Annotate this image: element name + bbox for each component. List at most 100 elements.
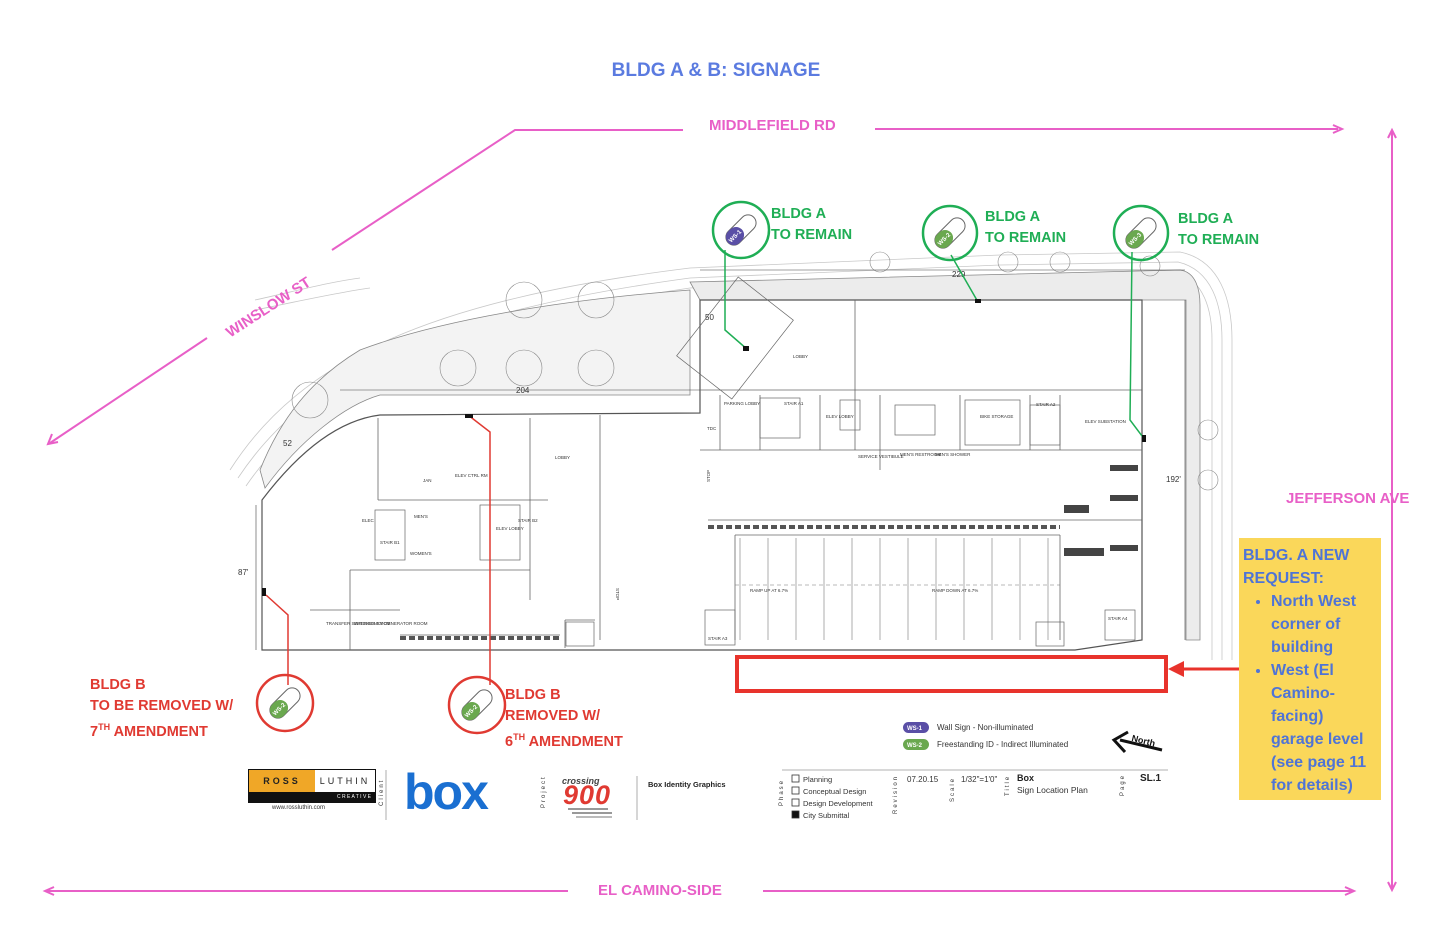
room-label: EMERGENCY GENERATOR ROOM <box>354 621 428 626</box>
sign-icon-ws3-a: WS-3 <box>1112 204 1170 262</box>
room-label: MEN'S <box>414 514 428 519</box>
dim-87: 87' <box>238 568 249 577</box>
page-label: Page <box>1120 773 1126 796</box>
middlefield-arrowhead <box>1332 124 1345 134</box>
revision-label: Revision <box>893 774 899 814</box>
sign-note-status: TO REMAIN <box>985 230 1067 246</box>
crossing-900-stripes <box>568 808 612 818</box>
title-block-lines <box>385 769 1168 820</box>
scale-value: 1/32"=1'0" <box>961 775 998 784</box>
room-label: ELEV SUBSTATION <box>1085 419 1126 424</box>
winslow-arrow <box>49 337 208 444</box>
room-label: STOP <box>615 588 620 600</box>
page-title: BLDG A & B: SIGNAGE <box>611 60 821 81</box>
sign-note-building: BLDG B <box>505 687 561 703</box>
dim-52: 52 <box>283 439 292 448</box>
sheet-title-bold: Box <box>1017 773 1035 783</box>
street-label-elcamino: EL CAMINO-SIDE <box>598 882 722 899</box>
room-label: STAIR A3 <box>708 636 728 641</box>
winslow-arrowhead <box>46 433 59 446</box>
street-arrows <box>42 124 1397 896</box>
new-request-heading: BLDG. A NEW REQUEST: <box>1243 547 1350 587</box>
red-leaders <box>265 414 491 685</box>
room-label: STAIR B2 <box>518 518 538 523</box>
room-label: STAIR A1 <box>784 401 804 406</box>
sign-note-status: TO REMAIN <box>1178 232 1260 248</box>
legend-pill-ws1: WS-1 <box>903 722 929 733</box>
room-label: STAIR A2 <box>1036 402 1056 407</box>
svg-text:WS-1: WS-1 <box>907 726 923 732</box>
new-request-callout: BLDG. A NEW REQUEST: North West corner o… <box>1239 538 1381 800</box>
sign-note-building: BLDG A <box>985 209 1041 225</box>
room-label: STAIR B1 <box>380 540 400 545</box>
phase-checkboxes <box>791 774 800 819</box>
project-name: Box Identity Graphics <box>648 780 726 789</box>
phase-planning: Planning <box>803 775 833 784</box>
crossing-label: crossing <box>562 776 600 786</box>
client-label: Client <box>379 778 385 806</box>
room-label: MEN'S RESTROOM <box>900 452 941 457</box>
room-label: ELEV LOBBY <box>826 414 854 419</box>
sheet-title: Sign Location Plan <box>1017 785 1088 795</box>
sign-icon-ws2-b-7th: WS-2 <box>255 673 315 733</box>
elcamino-arrowhead-right <box>1344 886 1357 896</box>
sign-note-amendment: 7TH AMENDMENT <box>90 722 208 740</box>
firm-name-left: ROSS <box>249 770 315 792</box>
stairs-elevators <box>374 276 1136 647</box>
room-label: TDC <box>707 426 717 431</box>
dim-192: 192' <box>1166 475 1181 484</box>
firm-sub: C R E A T I V E <box>249 792 375 802</box>
crossing-900-logo: 900 <box>563 780 612 810</box>
project-label: Project <box>541 775 547 808</box>
sign-note-building: BLDG A <box>771 206 827 222</box>
room-label: SERVICE VESTIBULE <box>858 454 904 459</box>
room-label: ELEV CTRL RM <box>455 473 488 478</box>
street-label-jefferson: JEFFERSON AVE <box>1286 490 1410 507</box>
svg-text:WS-2: WS-2 <box>907 743 923 749</box>
sign-markers <box>262 299 1146 596</box>
title-label: Title <box>1005 774 1011 796</box>
room-labels: LOBBY PARKING LOBBY STAIR A1 ELEV LOBBY … <box>326 354 1128 641</box>
sign-note-bldg-b-7th: BLDG B TO BE REMOVED W/ 7TH AMENDMENT <box>90 675 233 743</box>
sign-note-amendment: 6TH AMENDMENT <box>505 732 623 750</box>
ross-luthin-logo: ROSS LUTHIN C R E A T I V E <box>248 769 376 803</box>
legend-pill-ws2: WS-2 <box>903 739 929 750</box>
firm-name-right: LUTHIN <box>319 776 371 786</box>
jefferson-arrowhead-bottom <box>1387 881 1397 893</box>
dim-204: 204 <box>516 386 530 395</box>
room-label: ELEC <box>362 518 375 523</box>
sign-note-ws2: BLDG A TO REMAIN <box>985 207 1066 249</box>
scale-label: Scale <box>950 776 956 802</box>
room-label: LOBBY <box>793 354 808 359</box>
firm-url: www.rossluthin.com <box>272 805 326 811</box>
page-number: SL.1 <box>1140 773 1162 784</box>
sign-note-building: BLDG A <box>1178 211 1234 227</box>
legend-text-ws2: Freestanding ID - Indirect Illuminated <box>937 740 1069 749</box>
street-label-middlefield: MIDDLEFIELD RD <box>709 117 836 134</box>
room-label: BIKE STORAGE <box>980 414 1013 419</box>
dim-229: 229 <box>952 270 966 279</box>
parking-stalls <box>400 525 1060 640</box>
phase-city-submittal: City Submittal <box>803 811 850 820</box>
room-label: PARKING LOBBY <box>724 401 760 406</box>
new-request-list: North West corner of building West (El C… <box>1243 590 1377 797</box>
dim-50: 50 <box>705 313 714 322</box>
room-label: LOBBY <box>555 455 570 460</box>
elcamino-arrowhead-left <box>42 886 55 896</box>
room-label: MEN'S SHOWER <box>935 452 971 457</box>
dimension-lines <box>255 269 1186 650</box>
building-outline <box>261 299 1143 651</box>
room-label: STOP <box>706 470 711 482</box>
sign-note-building: BLDG B <box>90 677 146 693</box>
room-label: RAMP UP AT 6.7% <box>750 588 788 593</box>
green-leaders <box>724 250 1146 441</box>
legend-text-ws1: Wall Sign - Non-illuminated <box>937 723 1034 732</box>
room-label: WOMEN'S <box>410 551 432 556</box>
middlefield-line-left <box>331 129 683 251</box>
sign-note-bldg-b-6th: BLDG B REMOVED W/ 6TH AMENDMENT <box>505 685 623 753</box>
sign-note-status: REMOVED W/ <box>505 708 601 724</box>
new-request-item: North West corner of building <box>1271 590 1377 659</box>
sign-note-ws1: BLDG A TO REMAIN <box>771 204 852 246</box>
plaza-trees <box>291 251 1219 491</box>
